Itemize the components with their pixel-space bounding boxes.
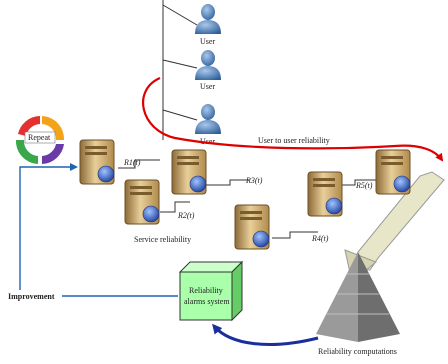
server-icon xyxy=(307,171,343,217)
user-to-user-label: User to user reliability xyxy=(258,136,330,145)
user-label: User xyxy=(200,137,215,146)
server-icon xyxy=(79,139,115,185)
user-to-user-arrow xyxy=(142,76,444,162)
repeat-label: Repeat xyxy=(28,133,51,142)
link-label-r2: R2(t) xyxy=(177,211,195,220)
pyramid-to-alarm-arrow xyxy=(212,323,319,346)
user-label: User xyxy=(200,37,215,46)
alarm-label-line2: alarms system xyxy=(184,297,230,306)
link-label-r3: R3(t) xyxy=(245,176,263,185)
user-icon xyxy=(195,4,221,34)
link-label-r1: R1(t) xyxy=(123,158,141,167)
alarm-system-cube-icon xyxy=(178,260,244,322)
computations-label: Reliability computations xyxy=(318,347,397,356)
alarm-label-line1: Reliability xyxy=(189,286,223,295)
user-label: User xyxy=(200,82,215,91)
pyramid-icon xyxy=(316,252,400,342)
server-icon xyxy=(375,149,411,195)
user-tree-connector xyxy=(162,0,198,140)
improvement-label-bg xyxy=(6,290,62,302)
link-label-r4: R4(t) xyxy=(311,234,329,243)
improvement-feedback-line xyxy=(19,163,178,297)
improvement-label: Improvement xyxy=(8,292,55,301)
repeat-cycle-icon: Repeat xyxy=(15,116,65,164)
server-icon xyxy=(234,204,270,250)
service-reliability-label: Service reliability xyxy=(134,235,191,244)
user-icon xyxy=(195,50,221,80)
link-label-r5: R5(t) xyxy=(355,181,373,190)
server-icon xyxy=(171,149,207,195)
server-icon xyxy=(124,179,160,225)
user-icon xyxy=(195,104,221,134)
server-links xyxy=(118,159,380,239)
